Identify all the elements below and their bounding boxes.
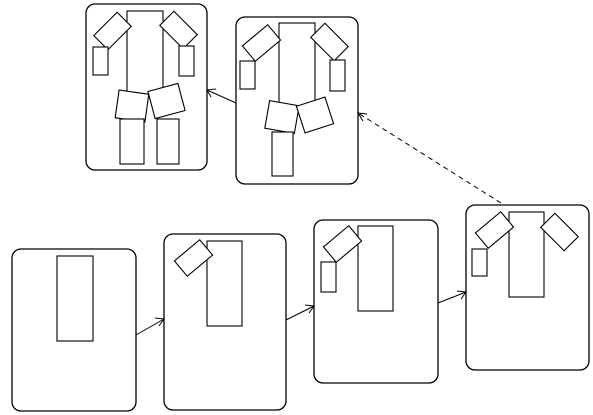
upper-arm-left <box>173 238 214 278</box>
torso <box>508 211 545 298</box>
upper-arm-left <box>322 224 363 264</box>
arrowhead <box>456 290 467 300</box>
thigh-right <box>295 96 335 134</box>
arrow-frame-4-to-5 <box>357 112 502 204</box>
upper-arm-right <box>539 212 580 252</box>
thigh-left <box>264 99 300 135</box>
upper-arm-left <box>474 210 515 250</box>
torso <box>56 255 94 342</box>
arrowhead <box>304 304 315 314</box>
frame-1 <box>11 248 137 412</box>
thigh-left <box>114 89 150 123</box>
arrow-line <box>206 89 237 104</box>
forearm-left <box>471 248 488 277</box>
upper-arm-left <box>241 23 282 63</box>
torso <box>278 22 316 109</box>
arrow-line <box>437 291 467 304</box>
arrow-line-dashed <box>357 112 502 204</box>
frame-5 <box>235 16 359 185</box>
frame-4 <box>465 204 590 371</box>
torso <box>126 10 164 96</box>
forearm-right <box>178 45 195 77</box>
upper-arm-right <box>158 10 199 50</box>
upper-arm-left <box>92 11 133 51</box>
arrowhead <box>206 88 217 98</box>
arrowhead <box>154 317 165 327</box>
torso <box>206 240 243 327</box>
forearm-right <box>329 59 346 92</box>
torso <box>357 225 394 312</box>
arrow-line <box>285 305 315 321</box>
arrow-frame-3-to-4 <box>437 290 467 304</box>
forearm-left <box>92 46 109 76</box>
frame-6 <box>85 3 208 171</box>
arrowhead <box>357 112 368 122</box>
shin-left <box>271 131 294 177</box>
thigh-right <box>147 82 186 120</box>
arrow-frame-2-to-3 <box>285 304 315 321</box>
frame-3 <box>313 219 439 384</box>
arrow-line <box>135 318 165 336</box>
arrow-frame-5-to-6 <box>206 88 237 104</box>
shin-left <box>119 118 145 165</box>
arrow-frame-1-to-2 <box>135 317 165 336</box>
forearm-left <box>320 261 337 293</box>
frame-2 <box>163 233 287 411</box>
forearm-left <box>239 60 256 90</box>
shin-right <box>156 118 180 165</box>
upper-arm-right <box>309 22 350 62</box>
